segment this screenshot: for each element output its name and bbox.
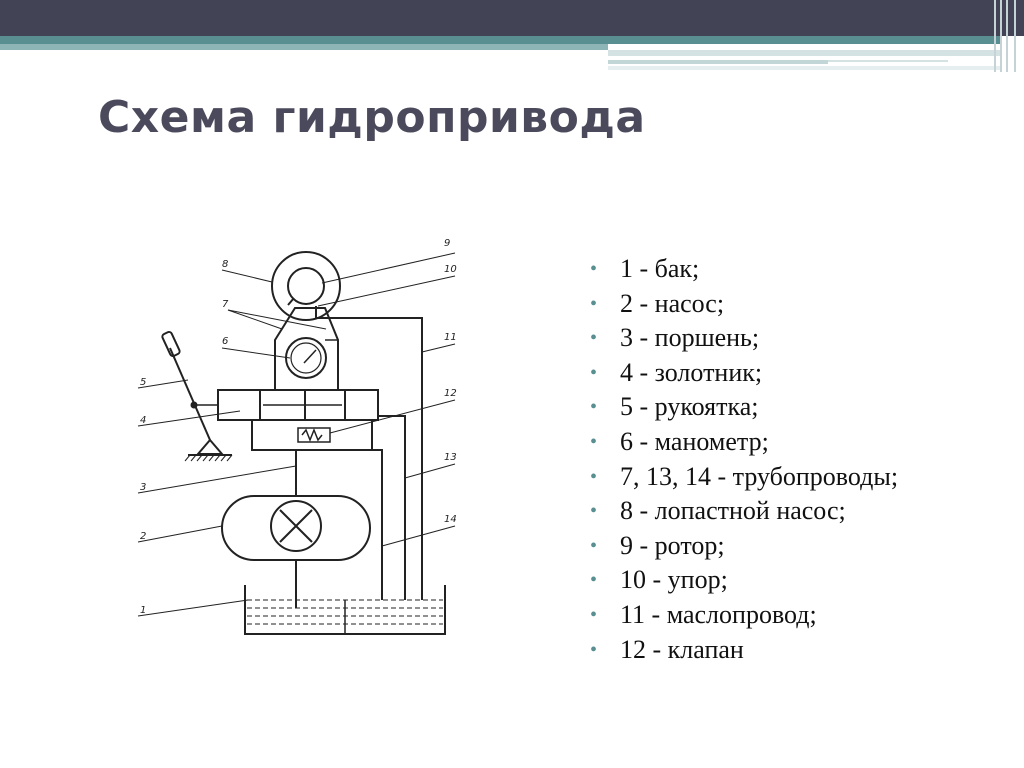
legend-item-text: 12 - клапан: [620, 634, 744, 664]
tank-liquid: [247, 599, 443, 625]
bullet-icon: •: [590, 258, 598, 280]
oil-line: [316, 317, 423, 600]
decor-stripe: [828, 60, 948, 62]
accent-stripe-light: [0, 44, 608, 50]
legend-item-text: 7, 13, 14 - трубопроводы;: [620, 461, 899, 491]
callout-6: 6: [222, 336, 228, 347]
callout-12: 12: [444, 388, 457, 399]
callout-3: 3: [140, 482, 146, 493]
bullet-icon: •: [590, 465, 598, 488]
legend-item: • 12 - клапан: [590, 633, 898, 668]
tank: [244, 585, 446, 635]
handle: [161, 330, 233, 462]
legend-item: • 2 - насос;: [590, 287, 898, 322]
bullet-icon: •: [590, 396, 598, 419]
vane-pump: [271, 251, 341, 321]
pipe-13: [378, 415, 406, 600]
top-bar: [0, 0, 1024, 36]
relief-valve: [297, 427, 331, 443]
legend-item: • 7, 13, 14 - трубопроводы;: [590, 460, 898, 495]
legend-item-text: 5 - рукоятка;: [620, 392, 759, 422]
legend-item: • 10 - упор;: [590, 563, 898, 598]
bullet-icon: •: [590, 327, 598, 350]
bullet-icon: •: [590, 569, 598, 592]
decor-stripe: [608, 50, 1000, 56]
callout-8: 8: [222, 259, 228, 270]
callout-1: 1: [140, 605, 146, 616]
callout-11: 11: [444, 332, 457, 343]
bullet-icon: •: [590, 534, 598, 557]
callout-labels: 1 2 3 4 5 6 7 8 9 10 11 12 13 14: [140, 238, 457, 616]
pipe-14: [370, 449, 383, 600]
bullet-icon: •: [590, 603, 598, 626]
callout-2: 2: [140, 531, 146, 542]
pump-housing: [274, 307, 339, 390]
legend-item-text: 11 - маслопровод;: [620, 599, 817, 629]
legend-item: • 1 - бак;: [590, 252, 898, 287]
callout-10: 10: [444, 264, 457, 275]
legend-item: • 9 - ротор;: [590, 529, 898, 564]
legend-item-text: 1 - бак;: [620, 254, 700, 283]
legend-item: • 5 - рукоятка;: [590, 390, 898, 425]
legend-list: • 1 - бак; • 2 - насос; • 3 - поршень; • 4 -…: [590, 252, 898, 667]
bullet-icon: •: [590, 361, 598, 384]
callout-13: 13: [444, 452, 457, 463]
callout-7: 7: [222, 299, 229, 310]
callout-9: 9: [444, 238, 450, 249]
legend-item-text: 6 - манометр;: [620, 426, 769, 456]
legend-item-text: 10 - упор;: [620, 565, 728, 595]
legend-item-text: 8 - лопастной насос;: [620, 496, 846, 526]
legend-item: • 4 - золотник;: [590, 356, 898, 391]
bullet-icon: •: [590, 430, 598, 453]
callout-4: 4: [140, 415, 146, 426]
bullet-icon: •: [590, 292, 598, 315]
legend-item-text: 4 - золотник;: [620, 357, 763, 387]
decor-stripe: [608, 66, 1000, 70]
hydraulic-drive-diagram: 1 2 3 4 5 6 7 8 9 10 11 12 13 14: [137, 238, 457, 635]
decor-vertical-lines: [990, 0, 1024, 72]
manometer: [285, 337, 327, 379]
page-title: Схема гидропривода: [98, 92, 646, 143]
legend-item-text: 2 - насос;: [620, 288, 725, 318]
bullet-icon: •: [590, 500, 598, 523]
callout-5: 5: [140, 377, 146, 388]
pump-rotor: [270, 500, 322, 552]
legend-item: • 11 - маслопровод;: [590, 598, 898, 633]
accent-stripe: [0, 36, 1000, 44]
spool-valve: [217, 389, 379, 421]
decor-stripe: [608, 60, 828, 64]
legend-item: • 8 - лопастной насос;: [590, 494, 898, 529]
bullet-icon: •: [590, 638, 598, 661]
legend-item-text: 9 - ротор;: [620, 530, 725, 560]
legend-item-text: 3 - поршень;: [620, 323, 760, 353]
legend-item: • 6 - манометр;: [590, 425, 898, 460]
legend-item: • 3 - поршень;: [590, 321, 898, 356]
callout-14: 14: [444, 514, 457, 525]
